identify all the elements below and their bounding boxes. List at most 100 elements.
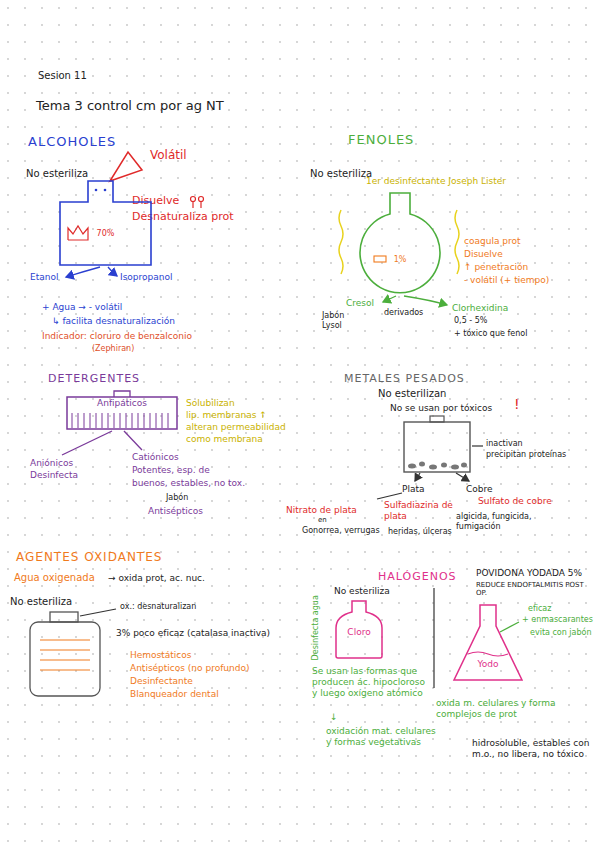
note-text: lip. membranas ↑ xyxy=(186,410,267,421)
note-text: Antisépticos xyxy=(148,506,203,517)
face-eye xyxy=(104,189,107,192)
note-text: oxida m. celulares y forma complejos de … xyxy=(436,698,576,720)
vapor-wave xyxy=(339,210,343,274)
note-text: Jabón xyxy=(166,493,188,503)
note-text: Nitrato de plata xyxy=(286,505,357,516)
note-text: → oxida prot, ac. nuc. xyxy=(108,573,205,584)
note-text: coagula prot xyxy=(464,236,521,247)
note-text: Desinfectante xyxy=(130,676,193,687)
branch-line xyxy=(124,431,142,450)
node-label: 70% xyxy=(58,230,153,239)
node-label: 1% xyxy=(352,256,448,265)
particle xyxy=(419,462,425,467)
vertical-note: Desinfecta agua xyxy=(311,595,321,660)
particle xyxy=(461,463,467,468)
note-text: en xyxy=(318,516,327,524)
flask-node: Yodo xyxy=(452,604,524,682)
note-text: POVIDONA YODADA 5% xyxy=(476,568,582,579)
node-text-holder: 1% xyxy=(352,192,448,265)
bottle-outline xyxy=(60,181,151,265)
leader-line xyxy=(500,622,519,632)
note-text: precipitan proteínas xyxy=(486,450,566,460)
leader-arrow xyxy=(383,296,396,302)
lipid-head xyxy=(191,197,196,202)
spray-symbol xyxy=(110,152,142,181)
node-shape xyxy=(352,192,448,294)
note-text: Desnaturaliza prot xyxy=(132,210,234,223)
bar-tab xyxy=(114,391,130,397)
note-text: buenos, estables, no tox. xyxy=(132,478,245,489)
precipitate xyxy=(408,462,467,470)
note-text: derivados xyxy=(384,308,423,318)
flask-outline xyxy=(360,193,440,293)
node-text-holder: Cloro xyxy=(334,600,384,638)
page-title: Tema 3 control cm por ag NT xyxy=(36,98,224,114)
note-text: (Zephiran) xyxy=(92,344,134,354)
vapor-wave xyxy=(455,210,459,274)
note-text: ↑ penetración xyxy=(464,262,528,273)
section-heading: AGENTES OXIDANTES xyxy=(16,550,162,564)
note-text: ↳ facilita desnaturalización xyxy=(52,316,175,327)
note-text: Solubilizan xyxy=(186,398,235,409)
bar-teeth xyxy=(72,413,168,428)
note-text: + enmascarantes xyxy=(522,615,593,625)
bottle-cap xyxy=(50,612,78,622)
note-text: heridas, úlceras xyxy=(388,527,452,537)
note-text: + Agua → - volátil xyxy=(42,302,122,313)
note-text: 1er desinfectante Joseph Lister xyxy=(366,176,506,187)
note-text: No esteriliza xyxy=(310,168,372,180)
note-text: Catiónicos xyxy=(132,452,179,463)
note-text: Blanqueador dental xyxy=(130,689,219,700)
note-text: No esterilizan xyxy=(378,388,446,400)
note-text: Indicador: cloruro de benzalconio xyxy=(42,331,192,342)
note-text: algicida, fungicida, fumigación xyxy=(456,512,576,531)
note-text: Cobre xyxy=(466,484,493,495)
note-text: ox.: desnaturalizan xyxy=(120,602,196,612)
particle xyxy=(441,463,447,468)
section-heading: DETERGENTES xyxy=(48,372,140,385)
note-text: Gonorrea, verrugas xyxy=(302,526,380,536)
soap-bar xyxy=(374,256,386,262)
note-text: inactivan xyxy=(486,439,523,449)
note-text: como membrana xyxy=(186,434,263,445)
session-note: Sesion 11 xyxy=(38,70,87,82)
section-heading: METALES PESADOS xyxy=(344,372,465,385)
warning-mark: ! xyxy=(514,396,520,413)
note-text: alteran permeabilidad xyxy=(186,422,286,433)
note-text: No esteriliza xyxy=(334,586,390,597)
note-text: eficaz xyxy=(528,604,551,614)
note-text: REDUCE ENDOFTALMITIS POST OP. xyxy=(476,581,594,598)
bottle-hatch xyxy=(40,640,90,670)
leader-arrow xyxy=(415,473,420,481)
note-text: evita con jabón xyxy=(530,628,592,638)
note-text: Hemostáticos xyxy=(130,650,191,661)
leader-arrow xyxy=(404,296,447,305)
node-label: Yodo xyxy=(452,660,524,670)
node-label: Anfipáticos xyxy=(66,399,178,409)
note-text: Se usan las formas que producen ác. hipo… xyxy=(312,666,432,698)
note-text: hidrosoluble, estables con m.o., no libe… xyxy=(472,738,592,760)
lipid-head xyxy=(199,197,204,202)
note-text: Plata xyxy=(402,484,425,495)
note-text: Desinfecta xyxy=(30,470,78,481)
note-text: Potentes, esp. de xyxy=(132,465,210,476)
container-cap xyxy=(430,416,444,422)
bottle-node: 70% xyxy=(58,180,153,266)
leader-line xyxy=(472,445,483,446)
face-eye xyxy=(95,189,98,192)
note-text: 3% poco eficaz (catalasa inactiva) xyxy=(116,628,270,639)
node-shape xyxy=(58,180,153,266)
leader-line xyxy=(80,609,116,616)
note-text: Clorhexidina xyxy=(452,303,508,314)
note-text: oxidación mat. celulares y formas vegeta… xyxy=(326,726,436,748)
particle xyxy=(408,464,416,469)
note-text: Isopropanol xyxy=(120,272,173,283)
note-text: Disuelve xyxy=(132,194,179,207)
note-text: + tóxico que fenol xyxy=(454,329,527,339)
bar-outline xyxy=(67,397,177,429)
note-text: Etanol xyxy=(30,272,58,283)
note-text: No esteriliza xyxy=(26,168,88,180)
particle xyxy=(451,465,459,470)
